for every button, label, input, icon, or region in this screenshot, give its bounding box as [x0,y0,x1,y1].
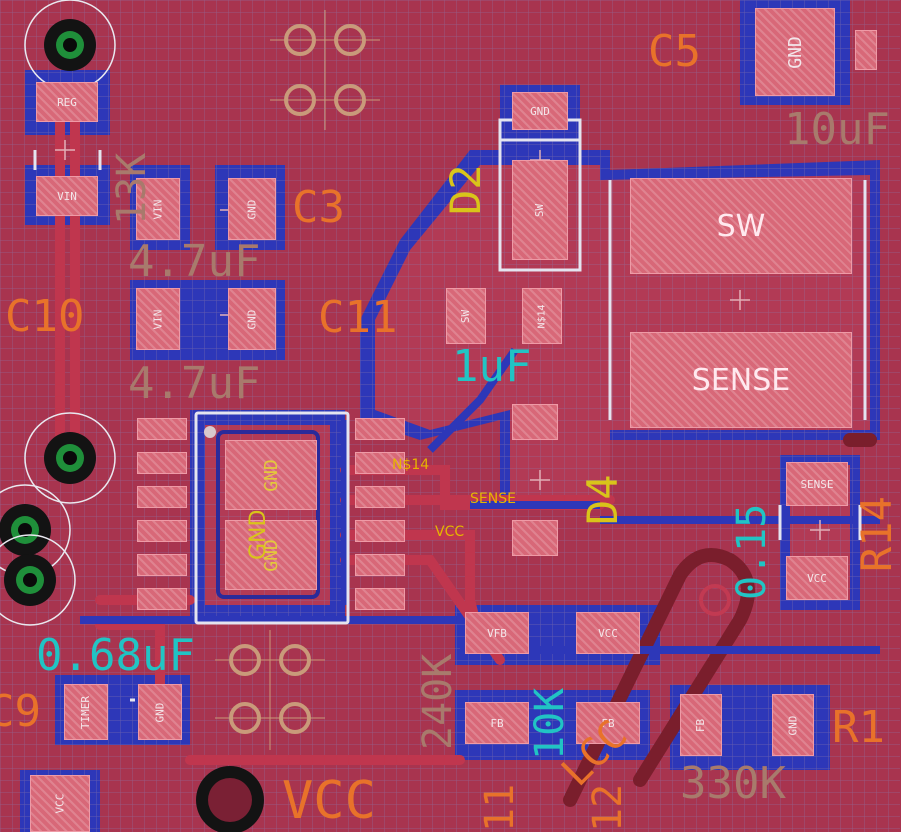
pad-gnd[interactable]: GND [228,288,276,350]
net-label-ns14: N$14 [392,457,430,473]
pad-label: SW [459,309,473,323]
ic-pin[interactable] [137,588,187,610]
pad-fb[interactable]: FB [680,694,722,756]
pad-inductor-sense[interactable]: SENSE [630,332,852,428]
value-1uf: 1uF [452,341,532,392]
pad-vin[interactable]: VIN [36,176,98,216]
ic-pin[interactable] [355,452,405,474]
value-10k: 10K [527,687,573,760]
pad-sense[interactable]: SENSE [786,462,848,506]
ic-pin[interactable] [137,486,187,508]
ic-pin[interactable] [137,418,187,440]
through-hole-vias [0,0,731,832]
value-0-68uf: 0.68uF [36,630,195,681]
pad-label: VIN [57,189,77,203]
designator-d4: D4 [578,474,627,525]
ic-pin[interactable] [355,486,405,508]
pad-label: GND [260,458,282,492]
value-13k: 13K [109,152,155,225]
pad-label: GND [245,199,259,219]
pad-label: FB [694,718,708,732]
net-label-vcc: VCC [435,524,465,540]
value-0-15: 0.15 [729,503,775,600]
pad-label: VFB [487,626,507,640]
pad-label: GND [786,715,800,735]
value-240k: 240K [415,653,461,750]
value-4-7uf: 4.7uF [128,358,261,409]
pad-label: VIN [151,309,165,329]
ic-pin[interactable] [355,520,405,542]
pad-inductor-sw[interactable]: SW [630,178,852,274]
pad-label: FB [601,716,615,730]
pad-vcc[interactable]: VCC [576,612,640,654]
pad-label: GND [530,104,550,118]
pad-d4-anode[interactable] [512,404,558,440]
pad-label: FB [490,716,504,730]
pad-reg[interactable]: REG [36,82,98,122]
pad-label: N$14 [536,303,548,329]
ic-gnd-silk-label: GND [246,509,271,560]
ic-footprint-outline [216,430,320,599]
value-4-7uf: 4.7uF [128,236,261,287]
pad-label: VCC [53,793,67,814]
pad-vcc[interactable]: VCC [30,775,90,832]
pad-gnd[interactable]: GND [512,92,568,130]
designator-r14: R14 [852,496,901,572]
pad-label: SENSE [800,477,834,491]
designator-r1: R1 [832,702,885,753]
pad-c5-stripe[interactable] [855,30,877,70]
pad-label: GND [153,702,167,722]
ic-pin[interactable] [355,588,405,610]
hole-crosshairs [215,10,380,750]
pad-sw[interactable]: SW [446,288,486,344]
pad-gnd[interactable]: GND [772,694,814,756]
designator-c10: C10 [5,291,85,342]
designator-d2: D2 [441,164,490,215]
ic-pin[interactable] [137,452,187,474]
silkscreen [33,118,867,702]
pad-label: SW [716,208,766,244]
pad-label: VCC [598,626,618,640]
designator-c5: C5 [648,26,701,77]
pad-label: VCC [807,571,827,585]
pad-d4-cathode[interactable] [512,520,558,556]
ic-thermal-pad[interactable]: GND [225,520,317,590]
ic-pin[interactable] [137,520,187,542]
pad-label: SW [533,203,547,217]
pad-fb[interactable]: FB [465,702,529,744]
net-label-sense: SENSE [470,491,516,507]
ic-thermal-pad[interactable]: GND [225,440,317,510]
pad-vin[interactable]: VIN [136,288,180,350]
designator-c11: C11 [318,292,398,343]
pad-ns14[interactable]: N$14 [522,288,562,344]
traces-bottom [563,433,877,807]
value-vcc-silk: VCC [282,771,376,831]
traces-blue [80,347,880,654]
pad-fb[interactable]: FB [576,702,640,744]
pad-label: TIMER [79,695,93,729]
value-10uf: 10uF [784,104,890,155]
designator-12: 12 [585,783,631,832]
pad-gnd[interactable]: GND [228,178,276,240]
designator-c3: C3 [292,182,345,233]
pad-label: REG [57,95,77,109]
pad-vin[interactable]: VIN [136,178,180,240]
designator-c9: C9 [0,686,41,737]
designator-11: 11 [477,783,523,832]
pad-label: SENSE [691,362,791,398]
pad-sw[interactable]: SW [512,160,568,260]
value-330k: 330K [680,758,786,809]
ic-pin[interactable] [355,554,405,576]
pad-label: GND [245,309,259,329]
pad-label: GND [784,35,806,69]
pad-timer[interactable]: TIMER [64,684,108,740]
ic-pin[interactable] [137,554,187,576]
pad-gnd[interactable]: GND [138,684,182,740]
pad-vcc[interactable]: VCC [786,556,848,600]
pad-gnd[interactable]: GND [755,8,835,96]
ic-pin[interactable] [355,418,405,440]
pad-vfb[interactable]: VFB [465,612,529,654]
